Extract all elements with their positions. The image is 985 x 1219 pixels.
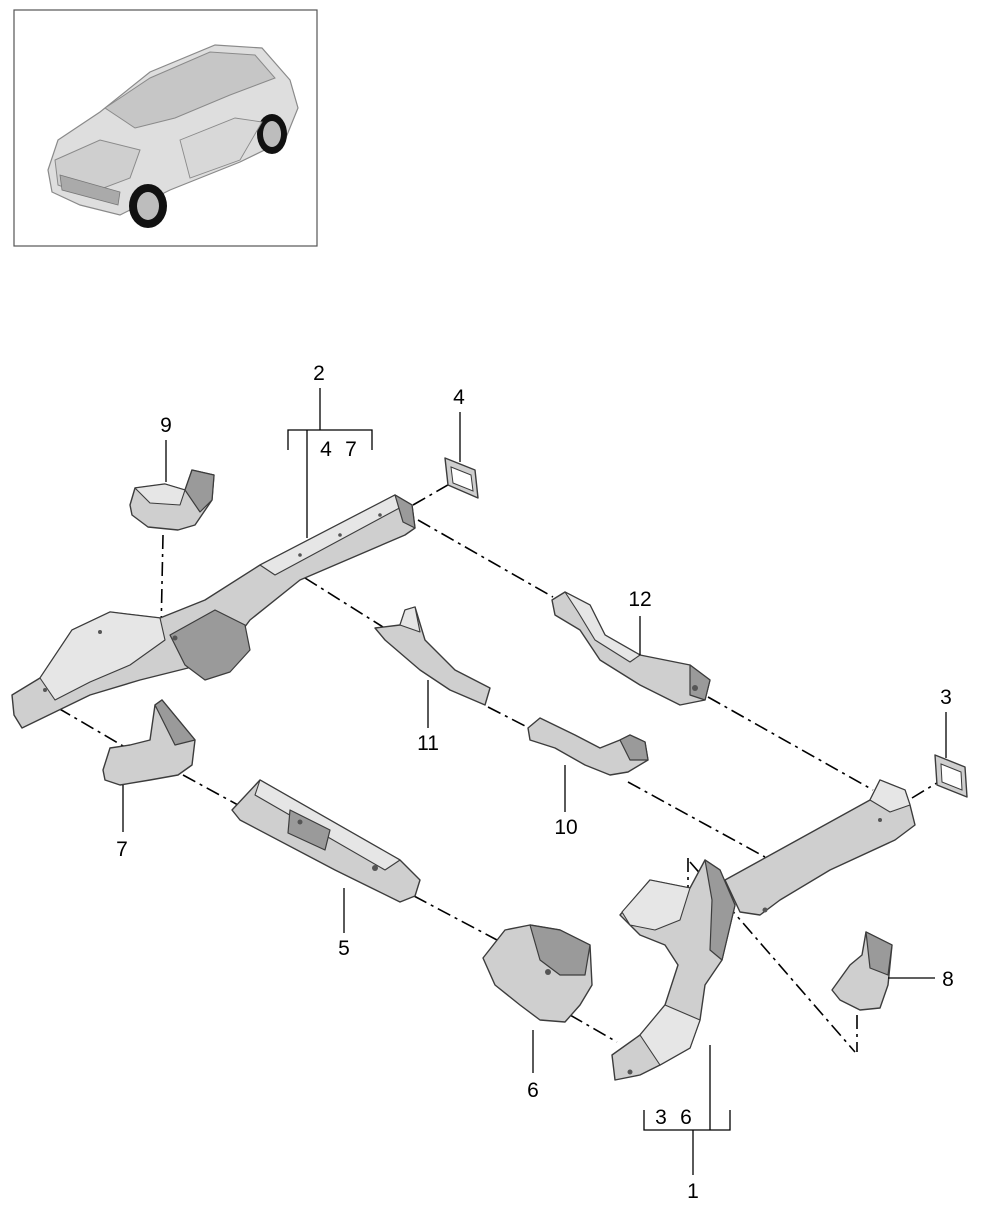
connector-10-1 [627, 781, 766, 858]
bracket-1 [643, 1110, 731, 1131]
callout-3: 3 [940, 686, 952, 709]
connector-7-5 [182, 774, 239, 806]
callout-1-sub-a: 3 [655, 1106, 667, 1129]
part-8-bracket [831, 931, 893, 1011]
connector-2-12 [417, 519, 554, 598]
callout-4: 4 [453, 386, 465, 409]
callout-labels: 2 4 7 9 4 12 11 10 3 7 5 6 8 3 6 1 [116, 362, 954, 1203]
vehicle-thumbnail [13, 9, 318, 247]
callout-5: 5 [338, 937, 350, 960]
leader-lines [122, 388, 947, 1175]
connector-5-6 [413, 895, 498, 941]
part-5-crossmember [231, 779, 421, 903]
part-10-member [527, 717, 649, 776]
callout-2-sub-b: 7 [345, 438, 357, 461]
callout-2: 2 [313, 362, 325, 385]
part-12-reinforcement [551, 591, 711, 706]
callout-6: 6 [527, 1079, 539, 1102]
connector-12-3 [707, 696, 874, 791]
callout-8: 8 [942, 968, 954, 991]
connector-2-7 [57, 707, 131, 751]
part-3-plate [934, 754, 968, 798]
connector-1-8 [689, 861, 856, 1053]
car-icon [47, 44, 299, 228]
callout-10: 10 [554, 816, 577, 839]
callout-12: 12 [628, 588, 651, 611]
callout-9: 9 [160, 414, 172, 437]
part-11-member [374, 606, 491, 706]
part-6-bracket [482, 924, 593, 1023]
callout-1-sub-b: 6 [680, 1106, 692, 1129]
callout-2-sub-a: 4 [320, 438, 332, 461]
connector-2-11 [304, 577, 384, 628]
callout-1: 1 [687, 1180, 699, 1203]
connector-9-2 [160, 534, 164, 633]
connector-2-4 [412, 481, 454, 506]
part-9-bracket [129, 469, 215, 531]
connection-lines [57, 481, 946, 1053]
part-2-left-rail [11, 494, 416, 729]
callout-11: 11 [417, 732, 439, 755]
connector-6-1 [569, 1014, 618, 1043]
part-7-bracket [102, 699, 196, 786]
bracket-2 [287, 429, 373, 450]
part-1-right-rail [611, 779, 916, 1081]
callout-7: 7 [116, 838, 128, 861]
connector-11-10 [487, 706, 534, 731]
part-4-plate [444, 457, 479, 499]
